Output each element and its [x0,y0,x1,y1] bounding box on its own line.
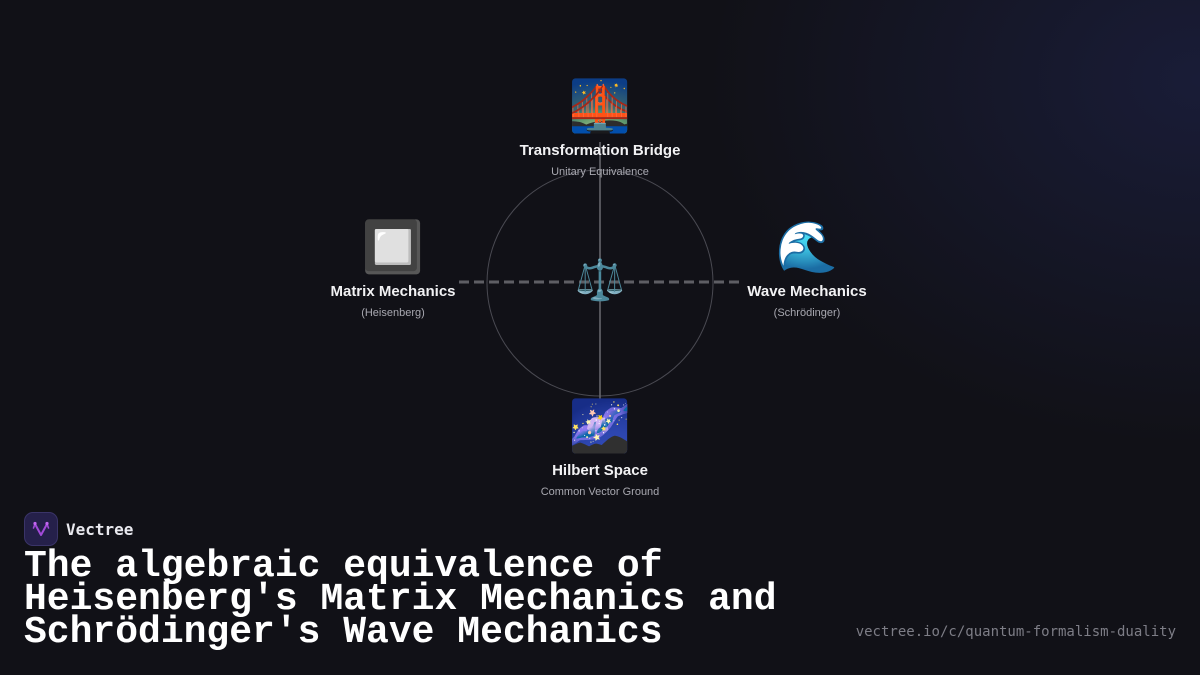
node-subtitle: (Schrödinger) [773,307,841,319]
bridge-at-night-icon: 🌉 [568,78,632,134]
node-subtitle: (Heisenberg) [361,307,425,319]
brand: Vectree [24,512,133,546]
node-transformation-bridge: 🌉 Transformation Bridge Unitary Equivale… [520,78,681,178]
node-title: Hilbert Space [552,462,648,479]
brand-name: Vectree [66,519,134,539]
balance-scale-icon: ⚖️ [575,258,625,303]
node-matrix-mechanics: 🔲 Matrix Mechanics (Heisenberg) [330,219,455,319]
vectree-logo-icon [24,512,58,546]
node-subtitle: Unitary Equivalence [551,166,649,178]
node-title: Matrix Mechanics [330,283,456,300]
node-title: Transformation Bridge [519,142,681,159]
node-title: Wave Mechanics [747,283,867,300]
node-subtitle: Common Vector Ground [540,486,660,498]
wave-icon: 🌊 [775,219,839,275]
diagram-lines [459,142,741,400]
node-wave-mechanics: 🌊 Wave Mechanics (Schrödinger) [747,219,867,319]
node-hilbert-space: 🌌 Hilbert Space Common Vector Ground [541,398,660,498]
square-button-icon: 🔲 [361,219,425,275]
page-url: vectree.io/c/quantum-formalism-duality [855,624,1176,640]
headline: The algebraic equivalence of Heisenberg'… [24,545,777,654]
milky-way-icon: 🌌 [568,398,632,454]
